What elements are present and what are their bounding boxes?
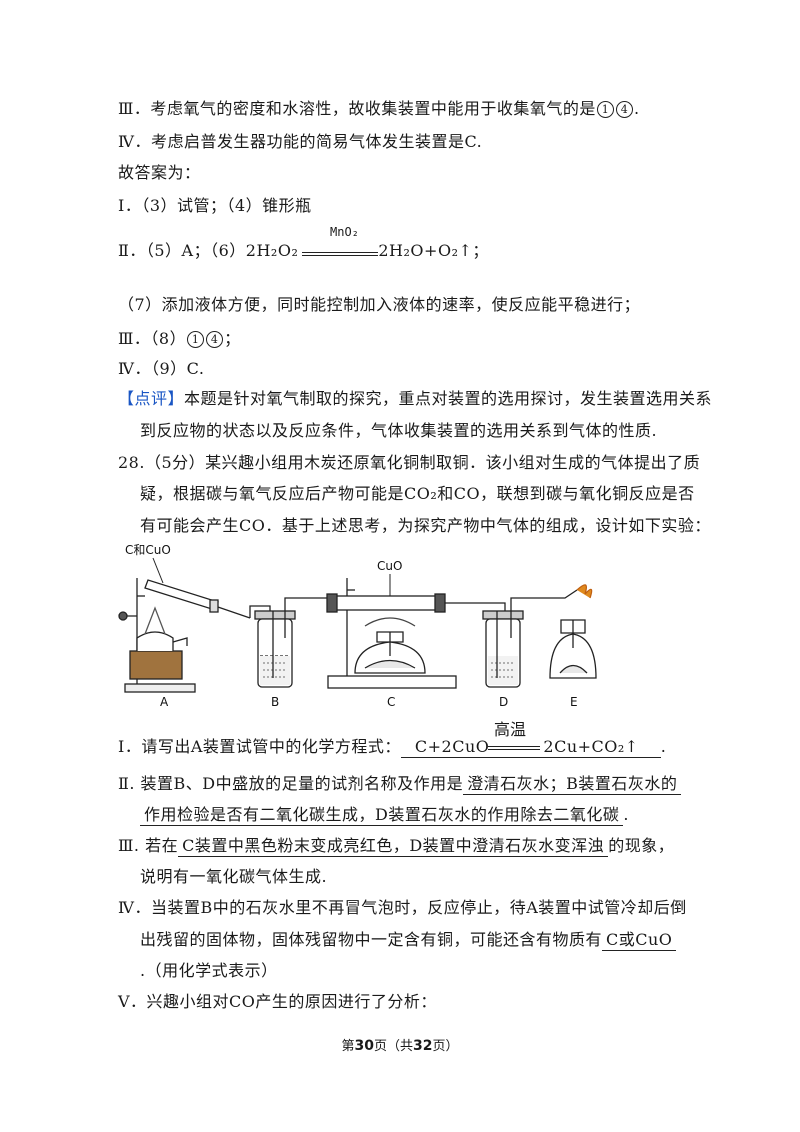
text: 的现象， bbox=[608, 836, 675, 855]
label-d: D bbox=[499, 695, 508, 709]
q5-line: Ⅴ．兴趣小组对CO产生的原因进行了分析： bbox=[118, 992, 437, 1011]
answer: 作用检验是否有二氧化碳生成，D装置石灰水的作用除去二氧化碳 bbox=[140, 805, 624, 826]
text: . bbox=[660, 737, 667, 756]
q2-line-1: Ⅱ. 装置B、D中盛放的足量的试剂名称及作用是澄清石灰水；B装置石灰水的 bbox=[118, 773, 682, 795]
line-9: 【点评】本题是针对氧气制取的探究，重点对装置的选用探讨，发生装置选用关系 bbox=[118, 388, 712, 410]
line-12: 疑，根据碳与氧气反应后产物可能是CO₂和CO，联想到碳与氧化铜反应是否 bbox=[140, 484, 695, 503]
circled-number: 4 bbox=[206, 331, 224, 348]
page-total: 32 bbox=[413, 1038, 433, 1054]
q4-line-1: Ⅳ．当装置B中的石灰水里不再冒气泡时，反应停止，待A装置中试管冷却后倒 bbox=[118, 898, 687, 917]
answer: 2Cu+CO₂↑ bbox=[543, 737, 639, 756]
top-label: C和CuO bbox=[125, 543, 171, 557]
q3-line-2: 说明有一氧化碳气体生成. bbox=[140, 867, 328, 886]
label-b: B bbox=[271, 695, 279, 709]
text: . bbox=[633, 99, 640, 118]
catalyst-label: MnO₂ bbox=[330, 225, 359, 239]
cuo-label: CuO bbox=[377, 559, 402, 573]
text: . bbox=[623, 805, 629, 824]
text: Ⅱ. 装置B、D中盛放的足量的试剂名称及作用是 bbox=[118, 774, 464, 793]
line-5: Ⅱ．（5）A；（6）2H₂O₂ 2H₂O+O₂↑； bbox=[118, 240, 489, 262]
line-11: 28.（5分）某兴趣小组用木炭还原氧化铜制取铜．该小组对生成的气体提出了质 bbox=[118, 453, 701, 472]
answer: 澄清石灰水；B装置石灰水的 bbox=[463, 774, 682, 795]
circled-number: 1 bbox=[596, 101, 614, 118]
text: 页） bbox=[432, 1039, 459, 1054]
page-footer: 第30页（共32页） bbox=[0, 1035, 800, 1054]
text: 页（共 bbox=[373, 1039, 413, 1054]
line-4: Ⅰ．（3）试管；（4）锥形瓶 bbox=[118, 196, 312, 215]
page-number: 30 bbox=[354, 1038, 374, 1054]
line-13: 有可能会产生CO．基于上述思考，为探究产物中气体的组成，设计如下实验： bbox=[140, 516, 711, 535]
line-10: 到反应物的状态以及反应条件，气体收集装置的选用关系到气体的性质. bbox=[140, 421, 658, 440]
q4-line-3: .（用化学式表示） bbox=[140, 961, 278, 980]
text: 出残留的固体物，固体残留物中一定含有铜，可能还含有物质有 bbox=[140, 930, 603, 949]
equation-line bbox=[302, 255, 378, 256]
equation-line bbox=[302, 252, 378, 253]
q1-line: Ⅰ．请写出A装置试管中的化学方程式： C+2CuO 2Cu+CO₂↑. bbox=[118, 736, 666, 758]
equation-line bbox=[488, 749, 540, 750]
text: 本题是针对氧气制取的探究，重点对装置的选用探讨，发生装置选用关系 bbox=[184, 389, 713, 408]
text: 第 bbox=[341, 1039, 355, 1054]
condition-label: 高温 bbox=[494, 720, 527, 739]
circled-number: 1 bbox=[187, 331, 205, 348]
line-8: Ⅳ．（9）C. bbox=[118, 359, 205, 378]
line-2: Ⅳ．考虑启普发生器功能的简易气体发生装置是C. bbox=[118, 132, 483, 151]
apparatus-diagram: C和CuO CuO A B C bbox=[118, 543, 597, 709]
equation-line bbox=[488, 746, 540, 747]
label-e: E bbox=[570, 695, 578, 709]
text: 2H₂O+O₂↑； bbox=[378, 241, 489, 260]
comment-tag: 【点评】 bbox=[118, 389, 185, 408]
answer: C装置中黑色粉末变成亮红色，D装置中澄清石灰水变浑浊 bbox=[178, 836, 609, 857]
answer: C或CuO bbox=[602, 930, 677, 951]
q2-line-2: 作用检验是否有二氧化碳生成，D装置石灰水的作用除去二氧化碳. bbox=[140, 804, 629, 826]
text: Ⅲ. 若在 bbox=[118, 836, 179, 855]
text: Ⅱ．（5）A；（6）2H₂O₂ bbox=[118, 241, 299, 260]
line-6: （7）添加液体方便，同时能控制加入液体的速率，使反应能平稳进行； bbox=[118, 295, 641, 314]
label-c: C bbox=[387, 695, 395, 709]
label-a: A bbox=[160, 695, 169, 709]
circled-number: 4 bbox=[615, 101, 633, 118]
text: Ⅰ．请写出A装置试管中的化学方程式： bbox=[118, 737, 401, 756]
text: Ⅲ．考虑氧气的密度和水溶性，故收集装置中能用于收集氧气的是 bbox=[118, 99, 596, 118]
text: Ⅲ．（8） bbox=[118, 329, 187, 348]
text: ； bbox=[224, 329, 241, 348]
answer: C+2CuO bbox=[414, 737, 490, 756]
line-3: 故答案为： bbox=[118, 163, 201, 182]
